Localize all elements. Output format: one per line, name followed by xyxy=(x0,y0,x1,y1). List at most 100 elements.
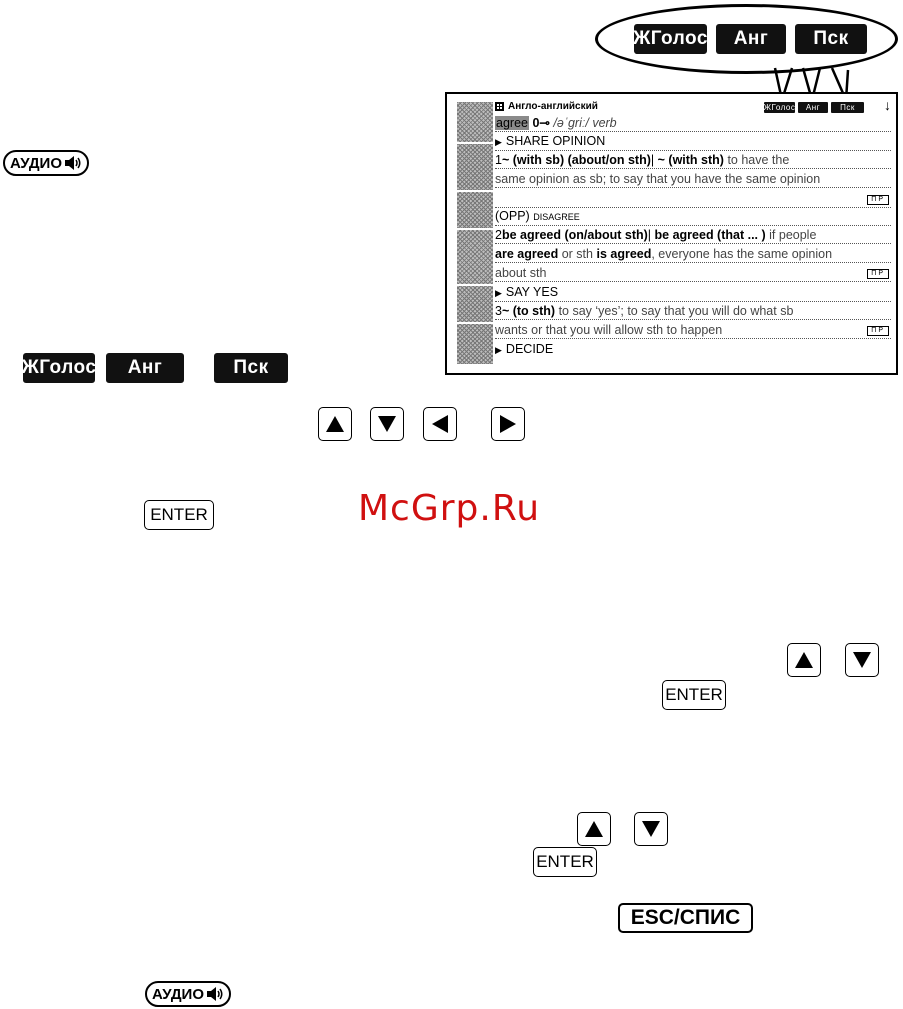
definition-3-line-2: wants or that you will allow sth to happ… xyxy=(495,322,891,339)
audio-key[interactable]: АУДИО xyxy=(3,150,89,176)
section-triangle-icon: ▶ xyxy=(495,137,502,147)
up-arrow-icon xyxy=(326,416,344,432)
margin-separator xyxy=(457,190,493,192)
softkey-search-label: Пск xyxy=(813,28,849,49)
bold-phrase: is agreed xyxy=(596,247,652,261)
section-label: SAY YES xyxy=(505,285,559,299)
left-softkey-eng-label: Анг xyxy=(127,357,163,378)
down-arrow-key-3[interactable] xyxy=(634,812,668,846)
down-arrow-icon xyxy=(378,416,396,432)
enter-key-2[interactable]: ENTER xyxy=(662,680,726,710)
down-arrow-key[interactable] xyxy=(370,407,404,441)
definition-3-line-1: 3~ (to sth) to say ‘yes’; to say that yo… xyxy=(495,303,891,320)
separator: | xyxy=(650,153,655,167)
enter-key-label: ENTER xyxy=(150,505,208,524)
right-arrow-icon xyxy=(500,415,516,433)
section-triangle-icon: ▶ xyxy=(495,345,502,355)
left-softkey-eng[interactable]: Анг xyxy=(106,353,184,383)
key-symbol: 0 xyxy=(532,116,540,130)
section-decide[interactable]: ▶DECIDE xyxy=(495,341,891,358)
audio-key-2[interactable]: АУДИО xyxy=(145,981,231,1007)
left-softkey-search-label: Пск xyxy=(233,357,269,378)
up-arrow-key-3[interactable] xyxy=(577,812,611,846)
sense-number: 1 xyxy=(495,153,502,167)
left-arrow-key[interactable] xyxy=(423,407,457,441)
left-softkey-search[interactable]: Пск xyxy=(214,353,288,383)
margin-separator xyxy=(457,284,493,286)
esc-key-label: ESC/СПИС xyxy=(630,906,741,929)
pr-badge[interactable]: ПР xyxy=(867,195,889,205)
up-arrow-key-2[interactable] xyxy=(787,643,821,677)
opp-label: (OPP) xyxy=(495,209,530,223)
definition-text: to have the xyxy=(727,153,790,167)
sense-number: 3 xyxy=(495,304,502,318)
pattern: ~ (to sth) xyxy=(501,304,556,318)
definition-text: about sth xyxy=(495,266,547,280)
pr-badge[interactable]: ПР xyxy=(867,326,889,336)
pattern: be agreed (that ... ) xyxy=(654,228,766,242)
definition-2-line-1: 2be agreed (on/about sth)| be agreed (th… xyxy=(495,227,891,244)
pattern: ~ (with sth) xyxy=(657,153,724,167)
up-arrow-icon xyxy=(795,652,813,668)
definition-text: or sth xyxy=(561,247,593,261)
enter-key-label: ENTER xyxy=(665,685,723,704)
softkey-eng[interactable]: Анг xyxy=(716,24,786,54)
definition-text: , everyone has the same opinion xyxy=(651,247,833,261)
left-arrow-icon xyxy=(432,415,448,433)
section-label: DECIDE xyxy=(505,342,554,356)
margin-separator xyxy=(457,228,493,230)
left-softkey-voice-label: ЖГолос xyxy=(21,357,97,378)
left-softkey-voice[interactable]: ЖГолос xyxy=(21,353,97,383)
softkey-voice[interactable]: ЖГолос xyxy=(633,24,708,54)
headword-line: agree 0⊸ /əˈgriː/ verb xyxy=(495,115,891,132)
sense-number: 2 xyxy=(495,228,502,242)
pronunciation: /əˈgriː/ xyxy=(553,116,589,130)
bold-phrase: are agreed xyxy=(495,247,559,261)
definition-1-line-3: ПР xyxy=(495,190,891,208)
screen-softkey-eng-label: Анг xyxy=(805,103,821,112)
screen-softkey-voice[interactable]: ЖГолос xyxy=(764,102,795,113)
screen-softkey-voice-label: ЖГолос xyxy=(763,103,796,112)
section-say-yes[interactable]: ▶SAY YES xyxy=(495,284,891,302)
section-share-opinion[interactable]: ▶SHARE OPINION xyxy=(495,133,891,151)
opposite-line: (OPP) DISAGREE xyxy=(495,208,891,226)
enter-key-label: ENTER xyxy=(536,852,594,871)
definition-text: wants or that you will allow sth to happ… xyxy=(495,323,723,337)
esc-list-key[interactable]: ESC/СПИС xyxy=(618,903,753,933)
audio-key-label: АУДИО xyxy=(152,985,204,1003)
softkey-voice-label: ЖГолос xyxy=(633,28,708,49)
audio-key-label: АУДИО xyxy=(10,154,62,172)
margin-separator xyxy=(457,142,493,144)
watermark: McGrp.Ru xyxy=(358,488,541,529)
right-arrow-key[interactable] xyxy=(491,407,525,441)
pattern: ~ (with sb) (about/on sth) xyxy=(501,153,651,167)
screen-softkey-search-label: Пск xyxy=(840,103,855,112)
screen-margin-pattern xyxy=(457,102,493,364)
definition-text: if people xyxy=(769,228,817,242)
screen-title-bar: Англо-английский xyxy=(495,100,891,113)
section-triangle-icon: ▶ xyxy=(495,288,502,298)
speaker-icon xyxy=(206,987,223,1001)
margin-separator xyxy=(457,322,493,324)
definition-1-line-1: 1~ (with sb) (about/on sth)| ~ (with sth… xyxy=(495,152,891,169)
separator: | xyxy=(647,228,652,242)
definition-text: to say ‘yes’; to say that you will do wh… xyxy=(558,304,794,318)
softkey-eng-label: Анг xyxy=(733,28,769,49)
up-arrow-key[interactable] xyxy=(318,407,352,441)
dictionary-grid-icon xyxy=(495,102,504,111)
screen-softkey-search[interactable]: Пск xyxy=(831,102,864,113)
down-arrow-key-2[interactable] xyxy=(845,643,879,677)
definition-2-line-2: are agreed or sth is agreed, everyone ha… xyxy=(495,246,891,263)
enter-key[interactable]: ENTER xyxy=(144,500,214,530)
pr-badge[interactable]: ПР xyxy=(867,269,889,279)
down-arrow-icon xyxy=(642,821,660,837)
screen-softkey-eng[interactable]: Анг xyxy=(798,102,828,113)
definition-2-line-3: about sth ПР xyxy=(495,265,891,282)
down-arrow-icon xyxy=(853,652,871,668)
definition-text: same opinion as sb; to say that you have… xyxy=(495,172,821,186)
dictionary-title: Англо-английский xyxy=(508,101,598,112)
dictionary-screen: Англо-английский ЖГолос Анг Пск ↓ agree … xyxy=(445,92,898,375)
softkey-search[interactable]: Пск xyxy=(795,24,867,54)
opp-word: DISAGREE xyxy=(533,212,580,222)
enter-key-3[interactable]: ENTER xyxy=(533,847,597,877)
